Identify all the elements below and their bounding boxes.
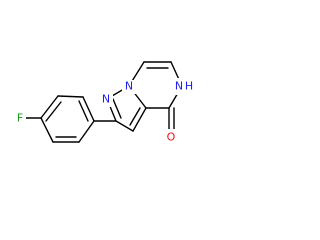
amide-nitrogen-label: N xyxy=(175,80,183,93)
bridgehead-nitrogen-atom: N xyxy=(122,80,136,94)
amide-nitrogen-atom: N H xyxy=(173,78,195,95)
amide-hydrogen-label: H xyxy=(185,80,193,93)
bond-phenyl-6 xyxy=(82,96,95,122)
carbonyl-oxygen-atom: O xyxy=(164,129,179,145)
bond-phenyl-1 xyxy=(57,95,84,98)
fluorine-atom: F xyxy=(12,111,26,126)
bond-phenyl-2 xyxy=(40,95,59,119)
bond-phenyl-5 xyxy=(78,120,95,143)
bridgehead-nitrogen-label: N xyxy=(125,80,133,93)
bond-phenyl-2-inner xyxy=(45,101,62,122)
bond-c3a-c3 xyxy=(132,107,147,132)
bond-phenyl-3 xyxy=(40,117,54,143)
atom-layer: F N N N H O xyxy=(12,78,195,145)
carbonyl-oxygen-label: O xyxy=(167,131,176,144)
molecule-structure: F N N N H O xyxy=(12,61,195,145)
bond-c2-n1-inner xyxy=(112,98,122,119)
pyrazole-nitrogen-label: N xyxy=(102,93,110,106)
bond-c3a-c3-inner xyxy=(129,107,141,126)
bond-c3-c2 xyxy=(115,120,134,132)
bond-phenyl-6-inner xyxy=(78,100,89,122)
pyrazole-nitrogen-atom: N xyxy=(99,93,113,107)
fluorine-label: F xyxy=(17,112,23,125)
